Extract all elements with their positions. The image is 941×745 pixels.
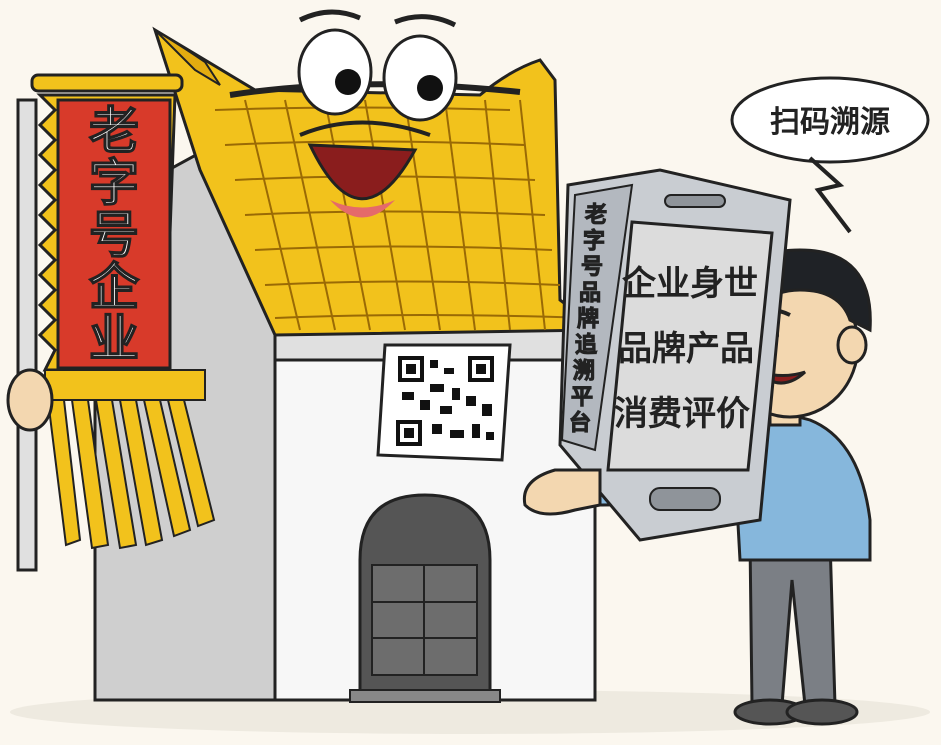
phone-side-char: 牌 — [577, 306, 599, 332]
speech-lightning-icon — [808, 156, 852, 234]
phone-speaker — [664, 194, 726, 208]
banner-char: 号 — [89, 206, 139, 264]
banner-char: 字 — [89, 154, 139, 212]
house-left-eye — [297, 28, 373, 116]
door-step — [349, 689, 501, 703]
phone-screen-line: 品牌产品 — [618, 329, 754, 369]
banner-char: 业 — [89, 310, 139, 368]
man-right-shoe — [785, 698, 859, 726]
banner-char: 老 — [89, 102, 139, 160]
speech-bubble: 扫码溯源 — [730, 76, 930, 234]
banner-fringe — [44, 369, 216, 550]
banner-hand — [6, 368, 54, 432]
phone-side-char: 溯 — [573, 358, 595, 384]
phone-side — [560, 183, 634, 452]
phone-side-char: 台 — [569, 410, 591, 436]
phone-side-char: 平 — [571, 385, 593, 410]
phone-side-char: 老 — [584, 203, 607, 228]
house-mustache — [299, 120, 431, 137]
banner-pennant: 老 字 号 企 业 — [6, 73, 216, 572]
speech-bubble-shape — [730, 76, 930, 164]
phone-side-char: 追 — [575, 332, 597, 358]
phone-screen-line: 企业身世 — [622, 264, 758, 304]
phone-side-char: 号 — [581, 255, 603, 280]
smartphone: 老 字 号 品 牌 追 溯 平 台 企业身世 品牌产品 消费评价 — [558, 168, 792, 542]
banner-pole — [30, 73, 184, 93]
house-face — [297, 9, 458, 218]
phone-side-char: 字 — [583, 228, 605, 254]
qr-code-icon — [376, 343, 512, 462]
phone-home-button — [649, 487, 721, 511]
phone-side-char: 品 — [579, 281, 601, 306]
phone-screen — [606, 220, 774, 472]
banner-stick — [16, 98, 38, 572]
phone-screen-line: 消费评价 — [614, 394, 750, 434]
speech-text: 扫码溯源 — [770, 105, 890, 140]
banner-char: 企 — [89, 258, 140, 316]
banner-red-panel — [56, 98, 172, 370]
man-hand — [522, 468, 602, 516]
house-mouth — [307, 143, 418, 201]
house-right-eye — [382, 34, 458, 122]
